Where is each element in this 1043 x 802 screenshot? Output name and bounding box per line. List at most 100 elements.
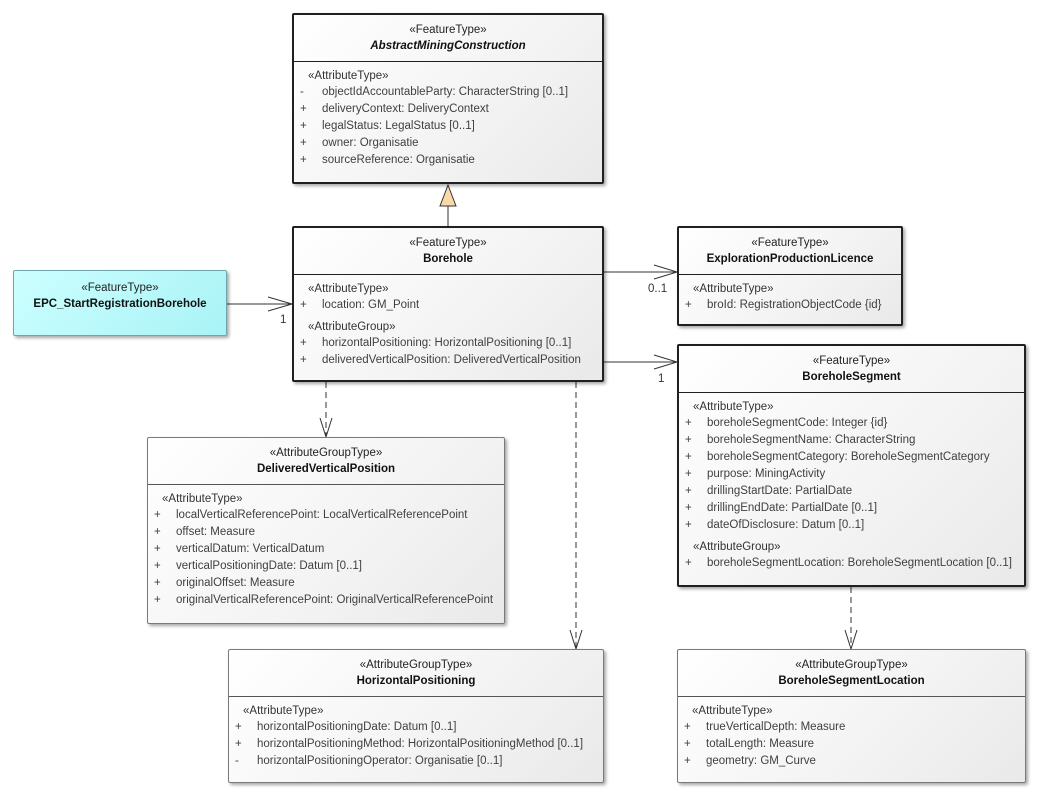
attribute-text: verticalPositioningDate: Datum [0..1] [176,560,363,572]
attribute-group-label: «AttributeType» [162,493,243,505]
class-name: BoreholeSegmentLocation [778,675,925,687]
class-abstract-mining-construction[interactable]: «FeatureType» AbstractMiningConstruction… [292,13,604,184]
visibility-marker: + [300,103,307,115]
visibility-marker: + [154,509,161,521]
attribute-text: deliveryContext: DeliveryContext [322,103,489,115]
class-header: «FeatureType» EPC_StartRegistrationBoreh… [14,271,226,319]
attribute-text: horizontalPositioningMethod: HorizontalP… [257,738,584,750]
class-epc-start-registration-borehole[interactable]: «FeatureType» EPC_StartRegistrationBoreh… [13,270,227,336]
visibility-marker: + [300,154,307,166]
class-header: «AttributeGroupType» DeliveredVerticalPo… [148,438,504,485]
visibility-marker: + [685,557,692,569]
class-stereotype: «FeatureType» [409,24,487,36]
attribute-row: +location: GM_Point [294,297,602,314]
visibility-marker: + [685,468,692,480]
attribute-text: horizontalPositioning: HorizontalPositio… [322,337,572,349]
attribute-text: owner: Organisatie [322,137,419,149]
attribute-text: drillingStartDate: PartialDate [707,485,853,497]
class-stereotype: «AttributeGroupType» [795,659,908,671]
attribute-group-label: «AttributeGroup» [693,541,781,553]
attribute-row: + originalVerticalReferencePoint: Origina… [148,592,504,609]
attribute-text: objectIdAccountableParty: CharacterStrin… [322,86,569,98]
class-name: HorizontalPositioning [356,675,476,687]
attribute-group-label: «AttributeType» [308,283,389,295]
visibility-marker: - [300,86,304,98]
visibility-marker: + [154,594,161,606]
class-delivered-vertical-position[interactable]: «AttributeGroupType» DeliveredVerticalPo… [147,437,505,624]
attribute-text: legalStatus: LegalStatus [0..1] [322,120,475,132]
attribute-row: + deliveryContext: DeliveryContext [294,101,602,118]
class-borehole[interactable]: «FeatureType» Borehole «AttributeType» +… [292,226,604,382]
dependency-borehole-hp-arrow [569,629,583,651]
class-borehole-segment[interactable]: «FeatureType» BoreholeSegment «Attribute… [677,344,1026,587]
visibility-marker: + [684,755,691,767]
class-stereotype: «AttributeGroupType» [269,447,383,459]
visibility-marker: + [154,526,161,538]
class-name: EPC_StartRegistrationBorehole [33,298,207,310]
class-attributes: «AttributeType» +broId: RegistrationObje… [679,275,901,318]
attribute-text: verticalDatum: VerticalDatum [176,543,325,555]
association-borehole-licence-arrow [653,264,679,280]
attribute-text: sourceReference: Organisatie [322,154,475,166]
attribute-text: horizontalPositioningDate: Datum [0..1] [257,721,457,733]
attribute-text: originalOffset: Measure [176,577,295,589]
attribute-text: boreholeSegmentLocation: BoreholeSegment… [707,557,1012,569]
class-header: «FeatureType» Borehole [294,228,602,275]
attribute-row: +totalLength: Measure [678,736,1025,753]
attribute-row: +dateOfDisclosure: Datum [0..1] [679,517,1024,534]
attribute-row: + horizontalPositioning: HorizontalPositi… [294,335,602,352]
dependency-borehole-dvp-arrow [319,417,333,439]
attribute-row: +horizontalPositioningDate: Datum [0..1] [229,719,603,736]
class-stereotype: «AttributeGroupType» [359,659,473,671]
class-stereotype: «FeatureType» [409,237,487,249]
attribute-row: + legalStatus: LegalStatus [0..1] [294,118,602,135]
attribute-row: +trueVerticalDepth: Measure [678,719,1025,736]
visibility-marker: + [235,738,242,750]
visibility-marker: + [300,120,307,132]
class-name: Borehole [423,253,473,265]
class-exploration-production-licence[interactable]: «FeatureType» ExplorationProductionLicen… [677,226,903,326]
attribute-group-label: «AttributeType» [692,705,773,717]
attribute-row: + boreholeSegmentLocation: BoreholeSegmen… [679,555,1024,572]
class-attributes: «AttributeType» + localVerticalReferenceP… [148,485,504,613]
class-attributes: «AttributeType» -objectIdAccountablePart… [294,62,602,173]
visibility-marker: + [300,337,307,349]
class-name: BoreholeSegment [802,371,901,383]
attribute-row: +boreholeSegmentCategory: BoreholeSegmen… [679,449,1024,466]
visibility-marker: + [685,451,692,463]
attribute-row: +boreholeSegmentCode: Integer {id} [679,415,1024,432]
attribute-row: +geometry: GM_Curve [678,753,1025,770]
attribute-text: originalVerticalReferencePoint: Original… [176,594,494,606]
attribute-row: - objectIdAccountableParty: CharacterStri… [294,84,602,101]
association-borehole-segment-arrow [653,354,679,370]
multiplicity-borehole-segment: 1 [658,373,665,385]
attribute-row: +drillingEndDate: PartialDate [0..1] [679,500,1024,517]
class-name: DeliveredVerticalPosition [256,463,396,475]
attribute-row: +broId: RegistrationObjectCode {id} [679,297,901,314]
attribute-group-label: «AttributeType» [693,283,774,295]
attribute-row: -horizontalPositioningOperator: Organisa… [229,753,603,770]
class-attributes: «AttributeType» +trueVerticalDepth: Meas… [678,697,1025,774]
attribute-text: boreholeSegmentCode: Integer {id} [707,417,888,429]
class-attributes: «AttributeType» +location: GM_Point «Att… [294,275,602,373]
class-name: AbstractMiningConstruction [370,40,526,52]
attribute-text: localVerticalReferencePoint: LocalVertic… [176,509,468,521]
attribute-group-label: «AttributeType» [243,705,324,717]
visibility-marker: + [154,560,161,572]
attribute-text: offset: Measure [176,526,256,538]
attribute-text: trueVerticalDepth: Measure [706,721,846,733]
class-stereotype: «FeatureType» [751,237,829,249]
class-header: «FeatureType» BoreholeSegment [679,346,1024,393]
dependency-segment-location-arrow [844,629,858,651]
visibility-marker: + [684,738,691,750]
attribute-row: + localVerticalReferencePoint: LocalVerti… [148,507,504,524]
class-borehole-segment-location[interactable]: «AttributeGroupType» BoreholeSegmentLoca… [677,649,1026,783]
attribute-row: +verticalDatum: VerticalDatum [148,541,504,558]
visibility-marker: + [685,502,692,514]
class-header: «AttributeGroupType» HorizontalPositioni… [229,650,603,697]
class-stereotype: «FeatureType» [81,282,159,294]
class-horizontal-positioning[interactable]: «AttributeGroupType» HorizontalPositioni… [228,649,604,783]
attribute-row: +boreholeSegmentName: CharacterString [679,432,1024,449]
visibility-marker: + [300,354,307,366]
attribute-text: broId: RegistrationObjectCode {id} [707,299,882,311]
